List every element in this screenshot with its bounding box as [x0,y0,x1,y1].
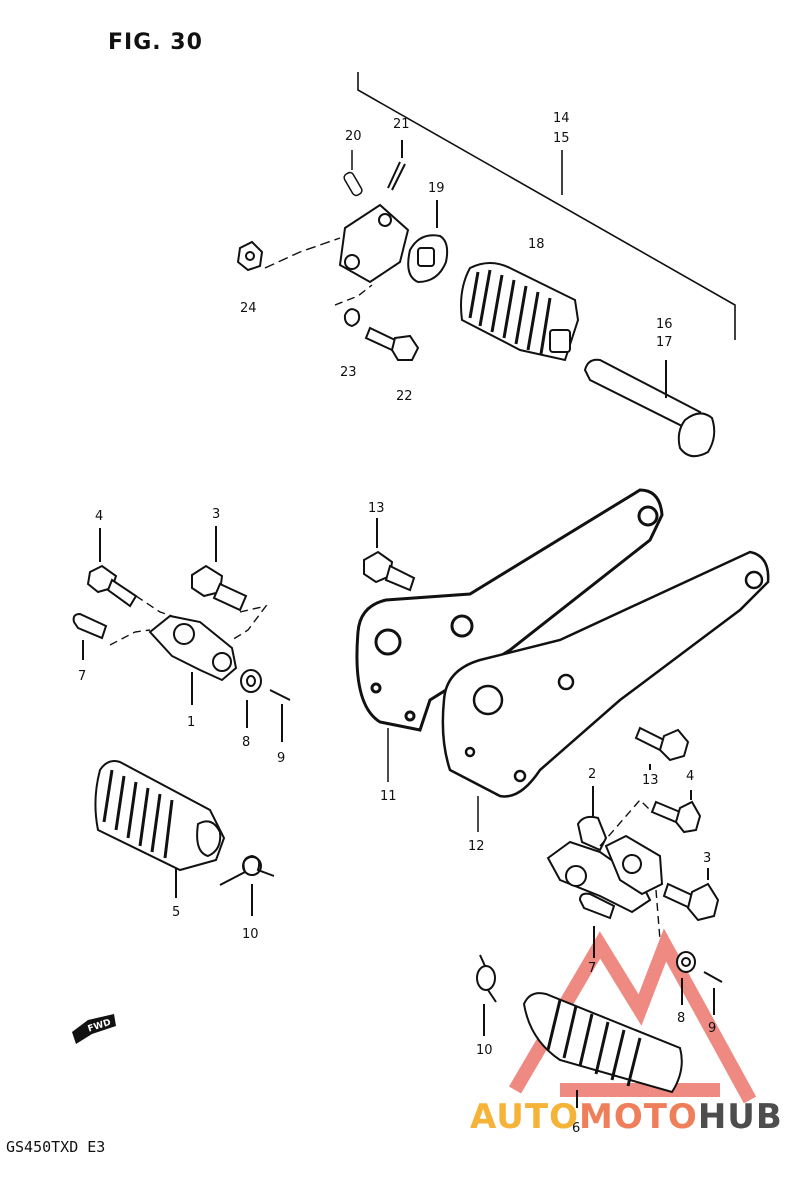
part-19-plate [407,200,449,284]
brand-auto: AUTO [470,1097,579,1137]
connector-23 [334,284,373,306]
part-10-spring-left [219,854,275,916]
callout-14: 14 [553,111,570,126]
callout-12: 12 [468,839,485,854]
part-9-cotter-left [269,689,291,742]
callout-11: 11 [380,789,397,804]
callout-22: 22 [396,389,413,404]
callout-4-right: 4 [686,769,694,784]
part-9-cotter-right [703,971,723,1015]
part-10-spring-right [476,954,497,1036]
callout-6: 6 [572,1121,580,1136]
figure-title: FIG. 30 [108,30,203,55]
bracket-14-15 [357,72,736,340]
footrest-bracket-upper [338,203,410,284]
part-23-washer [343,308,361,328]
part-16-17-footrest-shaft [583,358,716,458]
part-8-washer-left [240,669,262,728]
part-12-footrest-bracket [441,550,770,832]
part-1-bracket-left [109,595,268,705]
callout-4-left: 4 [95,509,103,524]
callout-9-right: 9 [708,1021,716,1036]
part-7-pin-right [578,892,616,958]
callout-8-left: 8 [242,735,250,750]
fwd-arrow-icon: FWD [72,1014,116,1044]
part-11-footrest-bracket [355,488,664,782]
callout-3-left: 3 [212,507,220,522]
callout-7-left: 7 [78,669,86,684]
part-3-bolt-right [662,868,720,922]
part-2-bracket-right [546,786,664,941]
brand-hub: HUB [697,1097,783,1137]
part-8-washer-right [676,951,696,1005]
part-4-bolt-right [650,790,702,834]
connector-24 [264,237,341,269]
watermark-brand: AUTOMOTOHUB [470,1097,783,1137]
part-13-bolt-lower [634,726,690,770]
part-24-nut [236,240,264,272]
callout-9-left: 9 [277,751,285,766]
callout-13-upper: 13 [368,501,385,516]
callout-8-right: 8 [677,1011,685,1026]
callout-20: 20 [345,129,362,144]
part-5-footrest-left [94,760,226,898]
part-7-pin-left [72,612,108,660]
callout-10-right: 10 [476,1043,493,1058]
callout-18: 18 [528,237,545,252]
callout-15: 15 [553,131,570,146]
callout-7-right: 7 [588,961,596,976]
part-6-footrest-right [522,992,683,1108]
callout-24: 24 [240,301,257,316]
callout-19: 19 [428,181,445,196]
callout-3-right: 3 [703,851,711,866]
part-22-bolt [364,326,420,361]
callout-2: 2 [588,767,596,782]
part-13-bolt-upper [363,518,416,592]
callout-23: 23 [340,365,357,380]
part-4-bolt-left [86,528,138,608]
callout-5: 5 [172,905,180,920]
callout-16: 16 [656,317,673,332]
callout-13-lower: 13 [642,773,659,788]
model-code: GS450TXD E3 [6,1138,106,1156]
part-3-bolt-left [191,526,248,612]
watermark-triangle-logo [508,928,757,1104]
part-21-cotter-pin [387,140,406,191]
callout-17: 17 [656,335,673,350]
callout-10-left: 10 [242,927,259,942]
callout-21: 21 [393,117,410,132]
part-20-pin [343,150,363,197]
callout-labels: 20 21 19 14 15 18 16 17 24 23 22 13 4 3 … [78,111,716,1136]
brand-moto: MOTO [578,1097,698,1137]
callout-1: 1 [187,715,195,730]
part-18-footrest-rubber [460,262,580,362]
